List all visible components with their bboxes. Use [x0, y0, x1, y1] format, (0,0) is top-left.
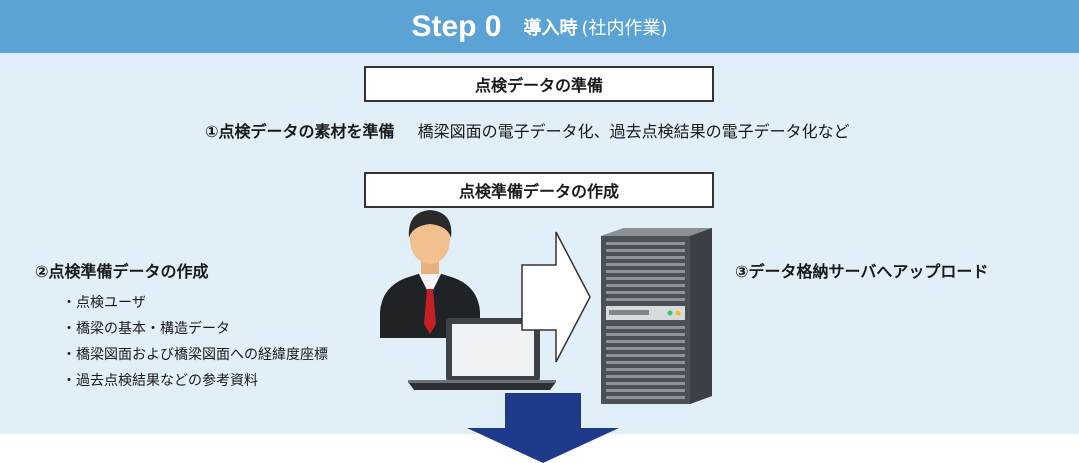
- down-arrow-icon: [467, 393, 619, 463]
- server-slot: [606, 396, 685, 399]
- server-slot: [606, 298, 685, 301]
- step1-title: ①点検データの素材を準備: [205, 122, 395, 141]
- step3-title: ③データ格納サーバへアップロード: [735, 262, 989, 281]
- list-item: ・点検ユーザ: [62, 295, 146, 311]
- server-slot: [606, 375, 685, 378]
- server-slot: [606, 291, 685, 294]
- server-slot: [606, 277, 685, 280]
- prepare-inspection-data-label: 点検データの準備: [474, 76, 603, 95]
- step-subtitle: (社内作業): [581, 17, 668, 39]
- step-header: Step 0 導入時 (社内作業): [0, 0, 1079, 53]
- step-title: 導入時: [523, 17, 578, 39]
- step2-list: ・点検ユーザ ・橋梁の基本・構造データ ・橋梁図面および橋梁図面への経緯度座標 …: [62, 294, 328, 398]
- server-slot: [606, 347, 685, 350]
- server-slot: [606, 326, 685, 329]
- list-item: ・過去点検結果などの参考資料: [62, 373, 258, 389]
- list-item: ・橋梁の基本・構造データ: [62, 321, 230, 337]
- server-slot: [606, 284, 685, 287]
- right-arrow-icon: [521, 231, 591, 363]
- server-slot: [606, 340, 685, 343]
- create-prep-data-label: 点検準備データの作成: [458, 182, 619, 201]
- server-slot: [606, 361, 685, 364]
- server-slot: [606, 256, 685, 259]
- server-slot: [606, 333, 685, 336]
- step1-description: 橋梁図面の電子データ化、過去点検結果の電子データ化など: [417, 122, 850, 141]
- server-slot: [606, 368, 685, 371]
- server-slot: [606, 382, 685, 385]
- server-slot: [606, 263, 685, 266]
- step2-title: ②点検準備データの作成: [35, 262, 209, 281]
- server-slot: [606, 354, 685, 357]
- server-slot: [606, 389, 685, 392]
- laptop-icon: [408, 318, 556, 390]
- create-prep-data-box: 点検準備データの作成: [364, 172, 714, 208]
- list-item: ・橋梁図面および橋梁図面への経緯度座標: [62, 347, 328, 363]
- server-icon: [601, 228, 712, 404]
- step1-row: ①点検データの素材を準備 橋梁図面の電子データ化、過去点検結果の電子データ化など: [205, 118, 850, 142]
- server-slot: [606, 270, 685, 273]
- server-slot: [606, 242, 685, 245]
- server-slot: [606, 249, 685, 252]
- step-number: Step 0: [411, 9, 502, 43]
- prepare-inspection-data-box: 点検データの準備: [364, 66, 714, 102]
